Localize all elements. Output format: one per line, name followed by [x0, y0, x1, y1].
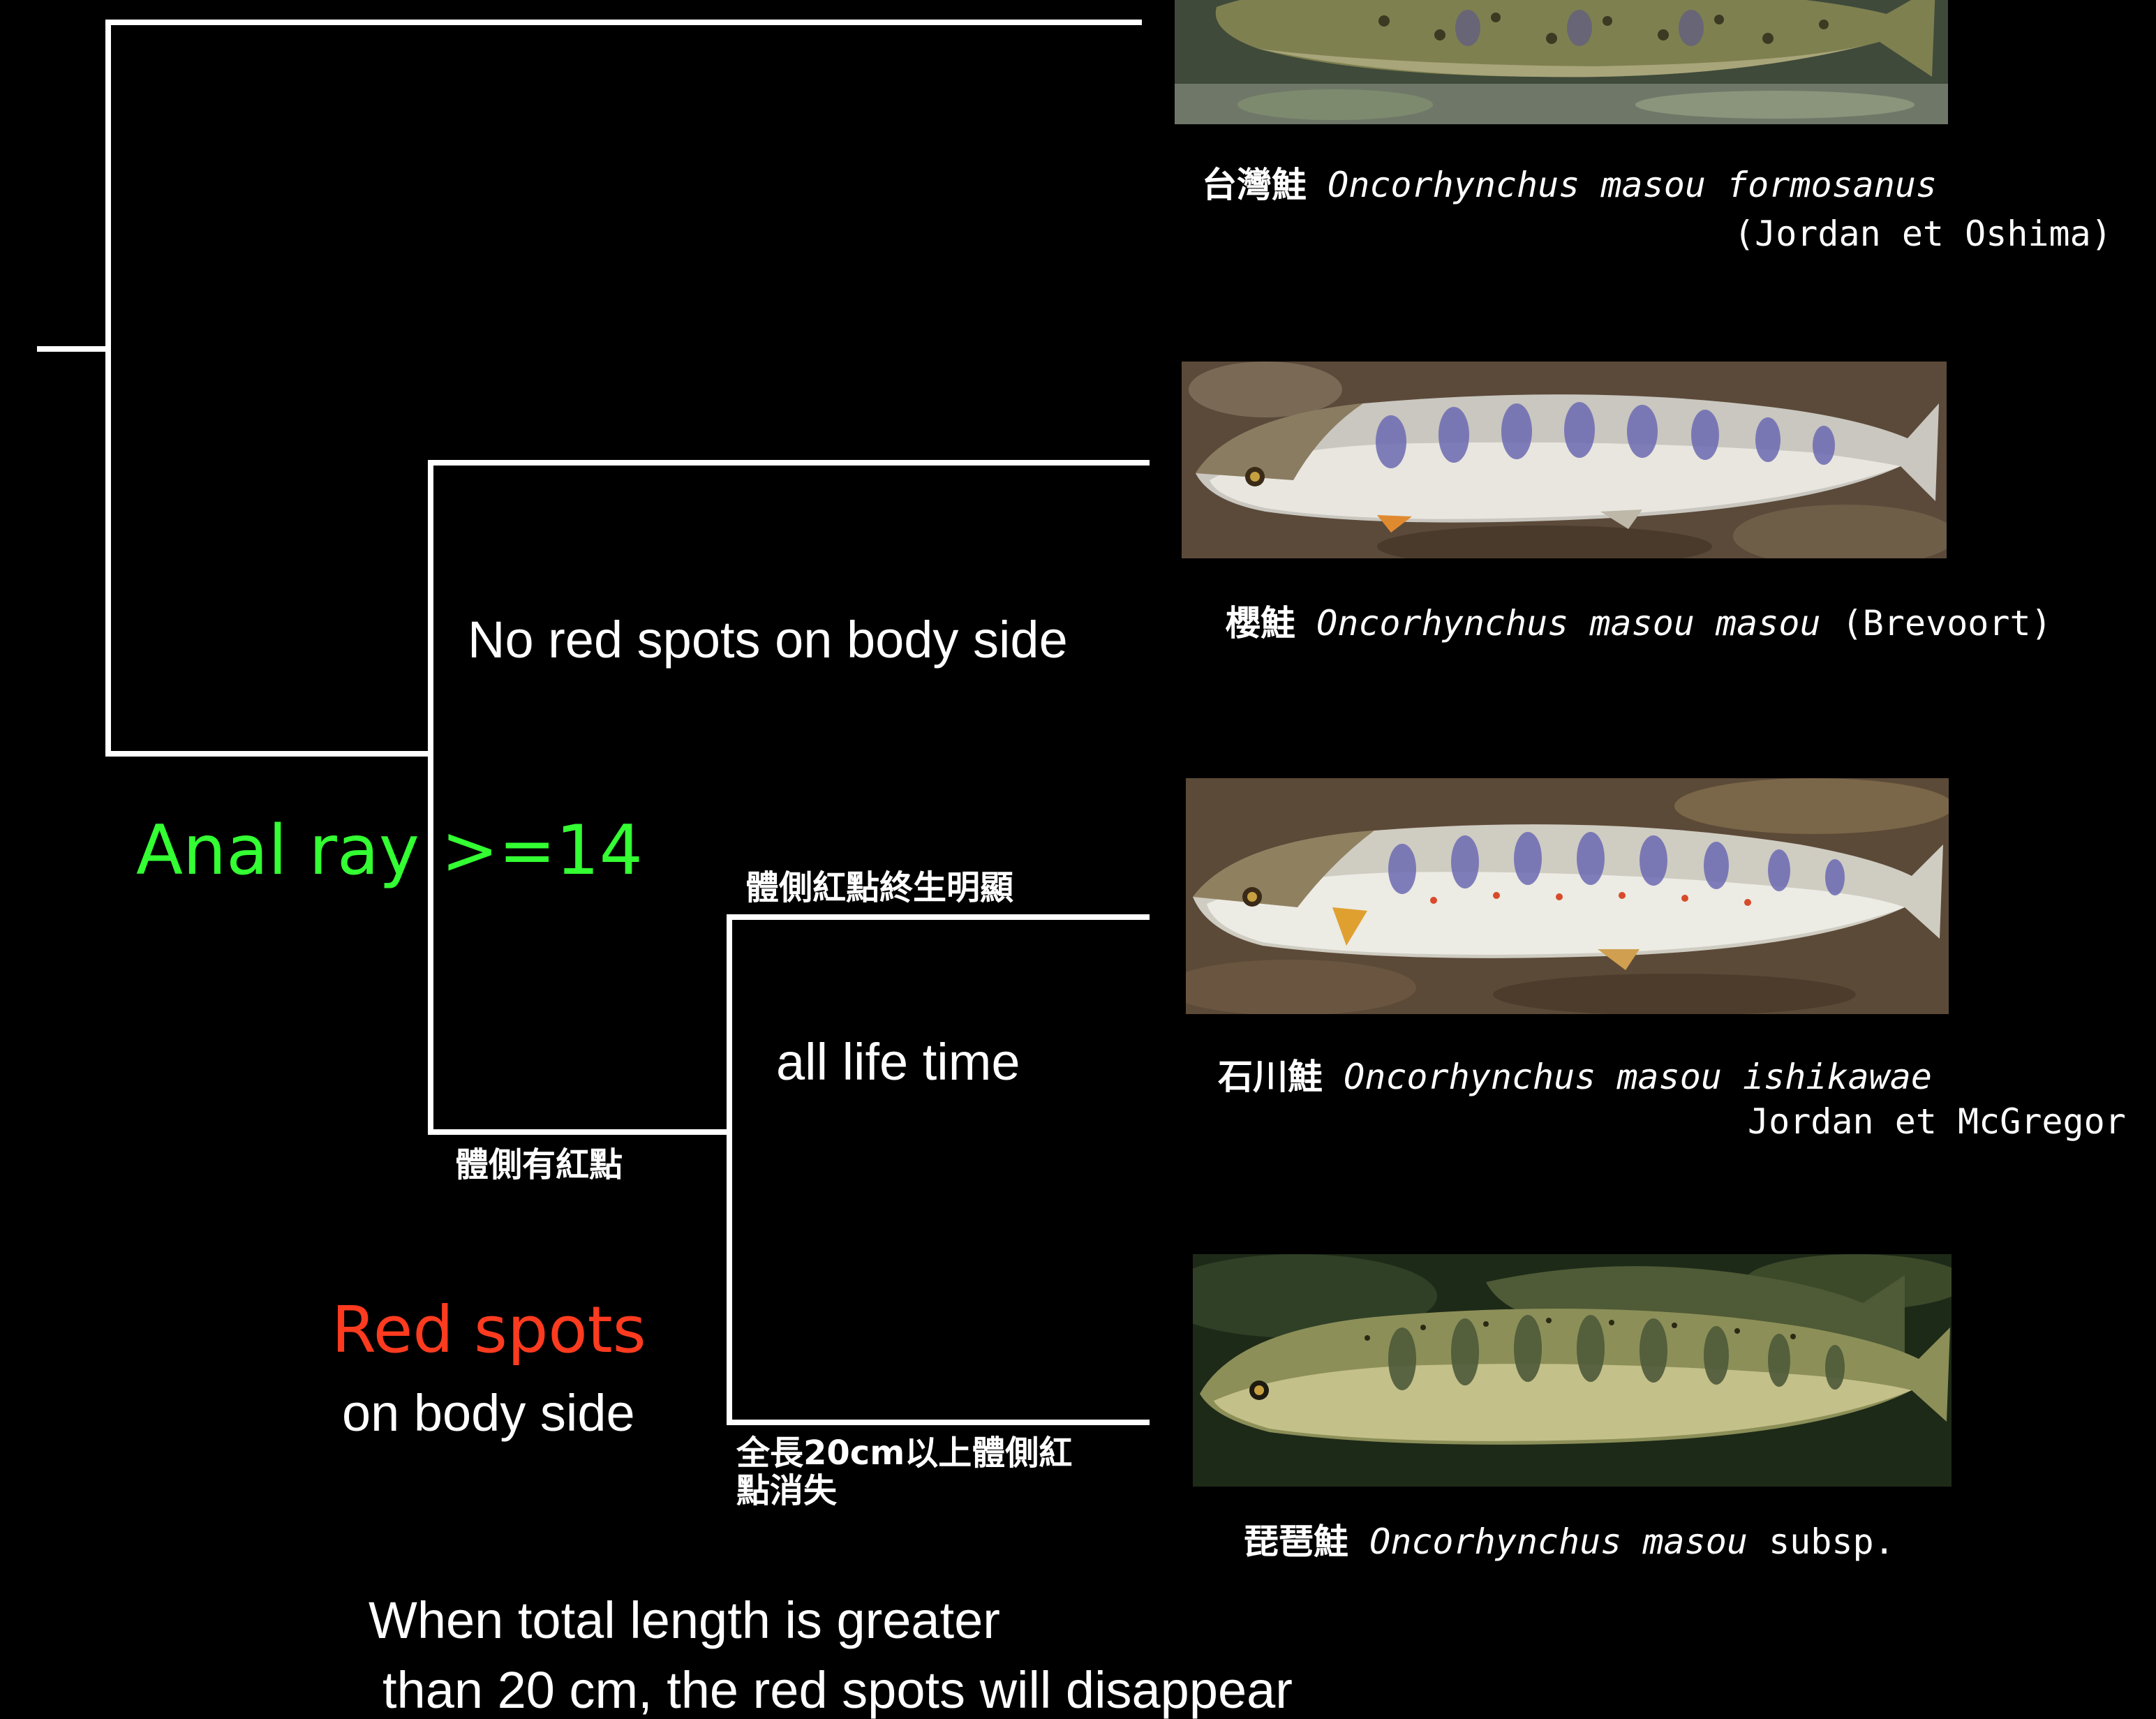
disappear-en-line1: When total length is greater	[369, 1595, 1000, 1646]
no-red-spots-label: No red spots on body side	[468, 614, 1068, 666]
species-authority: (Brevoort)	[1842, 603, 2052, 643]
disappear-zh-line2: 點消失	[736, 1474, 837, 1508]
trout-photo-icon	[1175, 0, 1948, 124]
species-name-zh: 琵琶鮭	[1244, 1521, 1348, 1562]
species-authority: (Jordan et Oshima)	[1734, 216, 2112, 251]
species-scientific-name: Oncorhynchus masou ishikawae	[1344, 1057, 1932, 1097]
species-authority: subsp.	[1769, 1521, 1895, 1562]
red-spots-title: Red spots	[332, 1298, 646, 1362]
caption-masou-masou: 櫻鮭 Oncorhynchus masou masou (Brevoort)	[1226, 606, 2052, 641]
species-authority: Jordan et McGregor	[1748, 1104, 2126, 1139]
caption-ishikawae: 石川鮭 Oncorhynchus masou ishikawae	[1218, 1059, 1932, 1094]
red-spots-subtitle: on body side	[342, 1387, 635, 1439]
trout-photo-icon	[1186, 778, 1949, 1014]
disappear-en-line2: than 20 cm, the red spots will disappear	[382, 1665, 1293, 1716]
disappear-zh-line1: 全長20cm以上體側紅	[736, 1436, 1072, 1470]
species-scientific-name: Oncorhynchus masou masou	[1316, 603, 1820, 643]
anal-ray-label: Anal ray >=14	[136, 817, 643, 885]
trout-photo-icon	[1193, 1254, 1951, 1487]
species-scientific-name: Oncorhynchus masou	[1369, 1521, 1748, 1562]
caption-formosanus: 台灣鮭 Oncorhynchus masou formosanus	[1202, 168, 1937, 202]
species-scientific-name: Oncorhynchus masou formosanus	[1328, 165, 1937, 205]
species-name-zh: 台灣鮭	[1202, 165, 1307, 205]
species-name-zh: 石川鮭	[1218, 1057, 1323, 1097]
lifelong-spots-zh-label: 體側紅點終生明顯	[745, 871, 1013, 905]
trout-photo-icon	[1182, 362, 1947, 558]
all-life-time-label: all life time	[776, 1036, 1020, 1088]
has-red-spots-zh-label: 體側有紅點	[455, 1148, 623, 1182]
caption-biwa: 琵琶鮭 Oncorhynchus masou subsp.	[1244, 1524, 1895, 1559]
species-name-zh: 櫻鮭	[1226, 603, 1295, 643]
